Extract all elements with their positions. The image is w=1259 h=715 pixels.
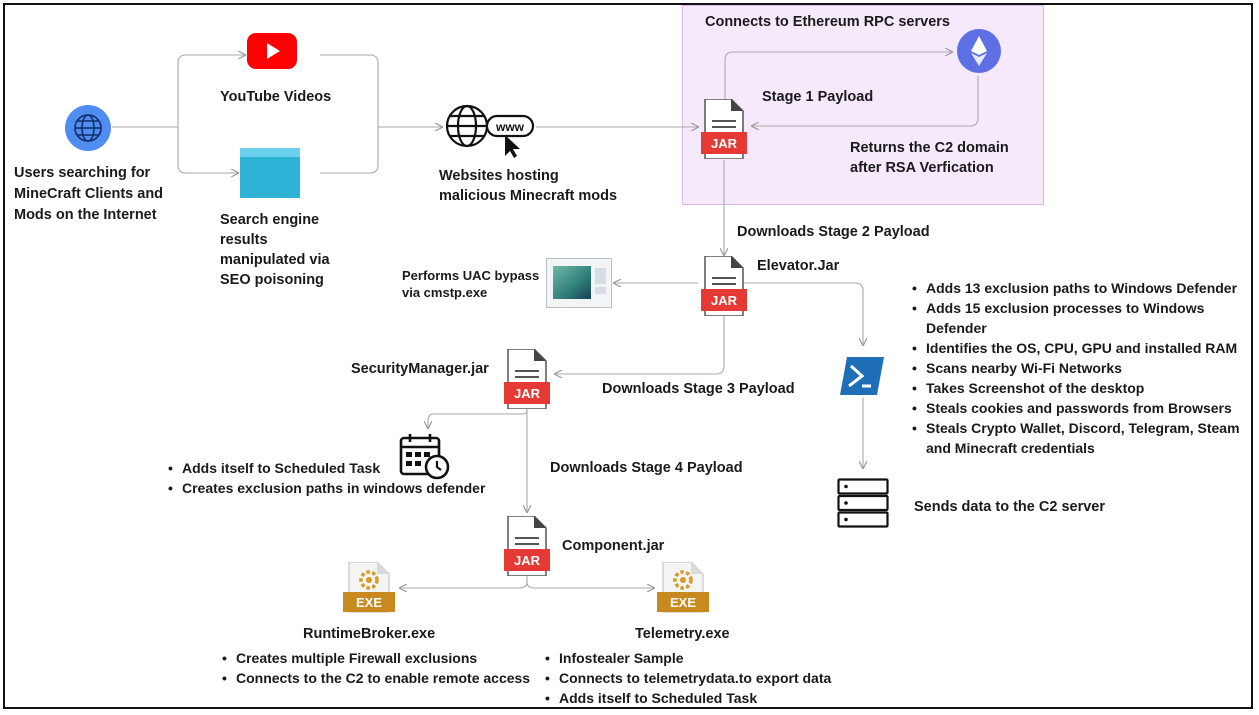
component-jar-icon: JAR [504,516,550,576]
elevator-name: Elevator.Jar [757,258,840,274]
ethereum-icon [956,28,1002,74]
jar-label: JAR [514,553,541,568]
www-badge: www [495,120,525,134]
globe-icon [64,104,112,152]
search-line1: Search engine [220,212,320,228]
powershell-action-item: Adds 15 exclusion processes to Windows D… [912,298,1252,338]
security-manager-name: SecurityManager.jar [351,361,489,377]
telemetry-action-item: Adds itself to Scheduled Task [545,688,831,708]
search-line2: results [220,232,268,248]
powershell-action-item: Steals cookies and passwords from Browse… [912,398,1252,418]
runtime-broker-action-item: Creates multiple Firewall exclusions [222,648,530,668]
sends-data-label: Sends data to the C2 server [914,499,1105,515]
server-icon [837,478,889,528]
powershell-action-item: Takes Screenshot of the desktop [912,378,1252,398]
runtime-broker-name: RuntimeBroker.exe [303,626,436,642]
runtime-broker-action-item: Connects to the C2 to enable remote acce… [222,668,530,688]
exe-label: EXE [670,595,696,610]
runtime-broker-exe-icon: EXE [343,562,395,614]
downloads-stage3-label: Downloads Stage 3 Payload [602,381,795,397]
jar-label: JAR [514,386,541,401]
users-line1: Users searching for [14,165,151,181]
telemetry-actions-list: Infostealer Sample Connects to telemetry… [545,648,831,708]
powershell-actions-list: Adds 13 exclusion paths to Windows Defen… [912,278,1252,458]
uac-line1: Performs UAC bypass [402,268,540,283]
diagram-frame [3,3,1253,709]
websites-line1: Websites hosting [439,168,559,184]
jar-label: JAR [711,136,738,151]
websites-line2: malicious Minecraft mods [439,188,618,204]
telemetry-action-item: Connects to telemetrydata.to export data [545,668,831,688]
search-line4: SEO poisoning [220,272,324,288]
youtube-icon [247,33,297,69]
component-name: Component.jar [562,538,665,554]
powershell-action-item: Identifies the OS, CPU, GPU and installe… [912,338,1252,358]
downloads-stage2-label: Downloads Stage 2 Payload [737,224,930,240]
powershell-icon [840,357,884,395]
returns-line1: Returns the C2 domain [850,140,1009,156]
uac-window-icon [546,258,612,308]
security-manager-action-item: Adds itself to Scheduled Task [168,458,485,478]
exe-label: EXE [356,595,382,610]
youtube-label: YouTube Videos [220,89,332,105]
uac-line2: via cmstp.exe [402,285,488,300]
browser-window-icon [240,148,300,198]
returns-line2: after RSA Verfication [850,160,994,176]
users-line3: Mods on the Internet [14,207,157,223]
jar-label: JAR [711,293,738,308]
stage1-payload-label: Stage 1 Payload [762,89,874,105]
telemetry-action-item: Infostealer Sample [545,648,831,668]
users-line2: MineCraft Clients and [14,186,164,202]
powershell-action-item: Adds 13 exclusion paths to Windows Defen… [912,278,1252,298]
elevator-jar-icon: JAR [701,256,747,316]
security-manager-actions-list: Adds itself to Scheduled Task Creates ex… [168,458,485,498]
telemetry-exe-icon: EXE [657,562,709,614]
security-manager-jar-icon: JAR [504,349,550,409]
connects-ethereum-label: Connects to Ethereum RPC servers [705,14,950,30]
telemetry-name: Telemetry.exe [635,626,730,642]
website-globe-icon: www [445,102,537,158]
runtime-broker-actions-list: Creates multiple Firewall exclusions Con… [222,648,530,688]
powershell-action-item: Scans nearby Wi-Fi Networks [912,358,1252,378]
stage1-jar-icon: JAR [701,99,747,159]
search-line3: manipulated via [220,252,330,268]
powershell-action-item: Steals Crypto Wallet, Discord, Telegram,… [912,418,1252,458]
security-manager-action-item: Creates exclusion paths in windows defen… [168,478,485,498]
downloads-stage4-label: Downloads Stage 4 Payload [550,460,743,476]
